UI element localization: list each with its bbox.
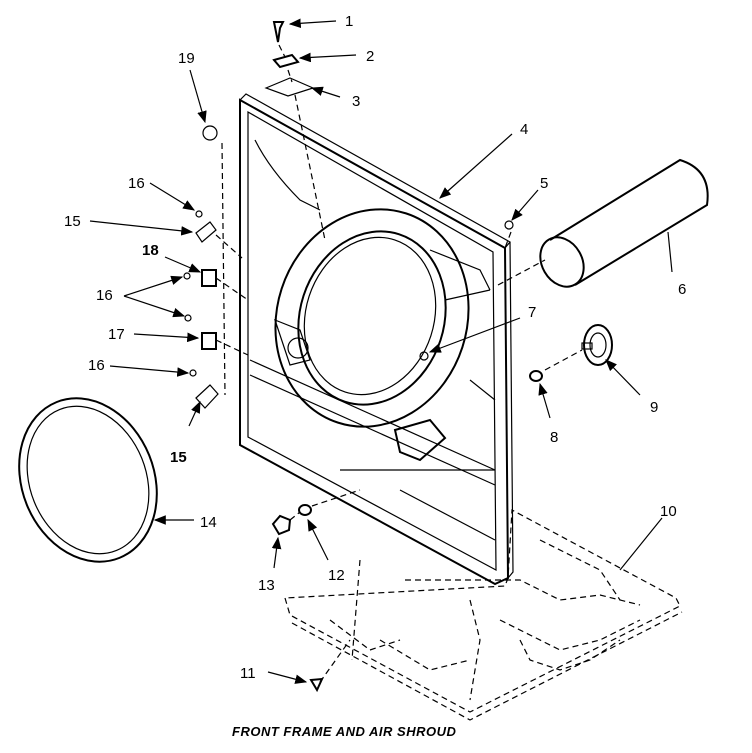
callout-14: 14 [200,514,217,531]
callout-labels: 1 2 3 4 5 6 7 8 9 10 11 12 13 14 15 15 1… [64,13,686,682]
callout-11: 11 [240,665,256,682]
callout-9: 9 [650,399,658,416]
callout-16-middle: 16 [96,287,113,304]
base-air-shroud [284,509,683,721]
callout-18: 18 [142,242,159,259]
callout-13: 13 [258,577,275,594]
switch-brackets [183,142,249,409]
callout-17: 17 [108,326,125,343]
nut-13 [271,514,292,536]
door-gasket [18,397,158,563]
screw-11 [309,677,324,693]
hole-7 [419,351,429,361]
callout-4: 4 [520,121,528,138]
small-hardware [202,21,543,693]
callout-1: 1 [345,13,353,30]
leader-lines [89,18,673,684]
switch-18 [201,269,217,287]
callout-16-top: 16 [128,175,145,192]
bracket-15-bottom [195,384,219,409]
callout-19: 19 [178,50,195,67]
callout-7: 7 [528,304,536,321]
duct-cylinder [497,158,709,288]
callout-5: 5 [540,175,548,192]
callout-15-bottom: 15 [170,449,187,466]
assembly-lines [278,44,512,683]
diagram-caption: FRONT FRAME AND AIR SHROUD [232,724,456,739]
callout-2: 2 [366,48,374,65]
idler-pulley [544,324,613,371]
callout-16-bottom: 16 [88,357,105,374]
callout-6: 6 [678,281,686,298]
screw-5 [504,220,514,230]
bracket-15-top [195,221,217,243]
switch-17 [201,332,217,350]
door-opening-ring [274,208,470,462]
clip-2 [272,53,300,69]
callout-10: 10 [660,503,677,520]
callout-8: 8 [550,429,558,446]
plug-19 [202,125,218,141]
front-frame-panel [239,93,514,586]
callout-12: 12 [328,567,345,584]
callout-15-top: 15 [64,213,81,230]
washer-8 [529,370,543,382]
screw-1 [272,21,285,43]
callout-3: 3 [352,93,360,110]
washer-12 [298,504,312,516]
plate-3 [264,77,315,97]
